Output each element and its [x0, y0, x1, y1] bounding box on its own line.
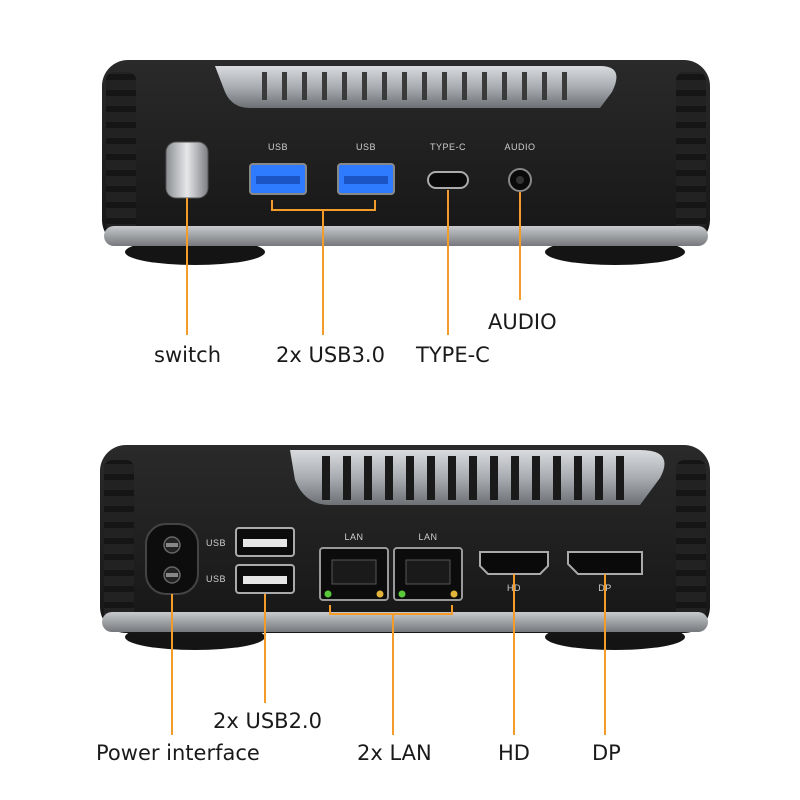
power-switch[interactable] — [165, 141, 209, 199]
audio-label: AUDIO — [504, 142, 535, 152]
front-callout-lines — [186, 190, 521, 335]
audio-jack-hole — [516, 176, 524, 184]
usb2-callout: 2x USB2.0 — [213, 709, 322, 733]
hdmi-port[interactable] — [479, 551, 549, 575]
usb3-port-1-tongue — [256, 176, 300, 184]
lan-1-led-left — [324, 590, 332, 598]
audio-callout: AUDIO — [488, 310, 557, 334]
power-pin-1-slot — [166, 543, 178, 547]
front-heatsink-fins — [262, 72, 567, 100]
typec-port[interactable] — [427, 171, 469, 189]
back-top-heatsink — [290, 450, 665, 505]
displayport-port[interactable] — [567, 551, 643, 575]
front-right-ribs — [676, 72, 706, 232]
lan-port-1-socket — [331, 559, 377, 585]
front-top-heatsink — [215, 66, 617, 108]
back-heatsink-fins — [322, 456, 624, 500]
usb-label-1: USB — [268, 142, 288, 152]
front-bottom-trim — [104, 226, 708, 246]
lan-1-led-right — [376, 590, 384, 598]
typec-label: TYPE-C — [430, 142, 466, 152]
dp-callout: DP — [592, 741, 621, 765]
back-bottom-trim — [102, 612, 708, 632]
typec-callout: TYPE-C — [416, 343, 490, 367]
back-right-ribs — [676, 460, 706, 620]
lan-label-1: LAN — [344, 532, 363, 542]
lan-port-2-socket — [405, 559, 451, 585]
switch-callout: switch — [154, 343, 222, 367]
lan-2-led-left — [398, 590, 406, 598]
back-left-ribs — [104, 460, 134, 620]
front-device: USB USB TYPE-C AUDIO — [102, 60, 710, 265]
usb3-callout: 2x USB3.0 — [276, 343, 385, 367]
usb2-label-top: USB — [206, 538, 226, 548]
back-device: USB USB LAN LAN HD DP — [100, 445, 710, 650]
lan-callout: 2x LAN — [357, 741, 432, 765]
power-callout: Power interface — [96, 741, 260, 765]
lan-2-led-right — [450, 590, 458, 598]
hd-callout: HD — [498, 741, 530, 765]
lan-label-2: LAN — [418, 532, 437, 542]
power-pin-2-slot — [166, 573, 178, 577]
usb2-port-2-tongue — [243, 576, 287, 584]
usb2-label-bottom: USB — [206, 574, 226, 584]
usb-label-2: USB — [356, 142, 376, 152]
front-left-ribs — [106, 72, 136, 232]
back-callout-lines — [171, 574, 606, 735]
usb2-port-1-tongue — [243, 539, 287, 547]
usb3-port-2-tongue — [344, 176, 388, 184]
